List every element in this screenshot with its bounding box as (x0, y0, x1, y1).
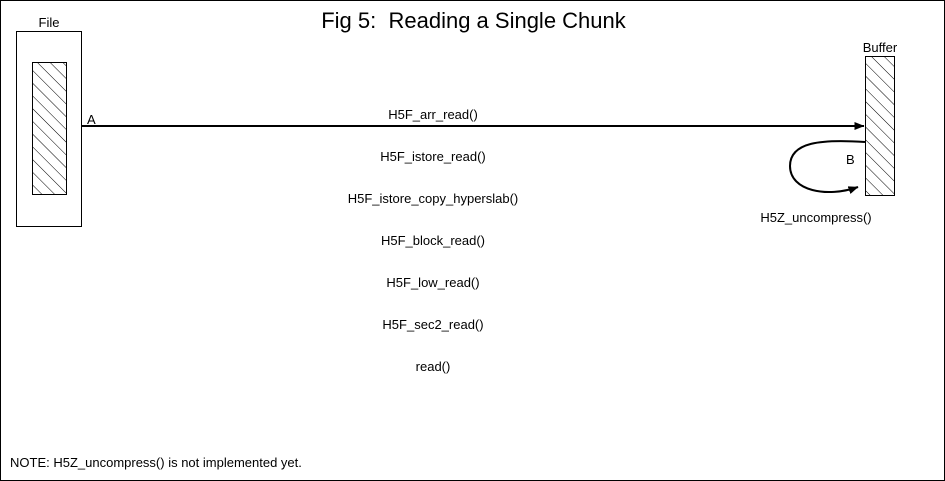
buffer-node-rect (865, 56, 895, 196)
edge-a-marker: A (87, 112, 96, 127)
file-node-outer-rect (16, 31, 82, 227)
callstack-line: H5F_low_read() (386, 275, 480, 290)
edge-b-marker: B (846, 152, 855, 167)
callstack-line: read() (415, 359, 451, 374)
edge-a-callstack: H5F_arr_read() H5F_istore_read() H5F_ist… (333, 81, 533, 401)
callstack-line: H5F_istore_copy_hyperslab() (347, 191, 519, 206)
file-node-inner-rect (32, 62, 67, 195)
edge-b-label: H5Z_uncompress() (760, 210, 872, 225)
callstack-line: H5F_arr_read() (388, 107, 478, 122)
file-node-label: File (38, 15, 60, 30)
callstack-line: H5F_istore_read() (380, 149, 486, 164)
buffer-node-label: Buffer (862, 40, 898, 55)
edge-b-loop-arrow (788, 140, 866, 194)
figure-title: Fig 5: Reading a Single Chunk (321, 8, 626, 33)
callstack-line: H5F_block_read() (380, 233, 486, 248)
callstack-line: H5F_sec2_read() (382, 317, 484, 332)
figure-note: NOTE: H5Z_uncompress() is not implemente… (10, 455, 302, 470)
